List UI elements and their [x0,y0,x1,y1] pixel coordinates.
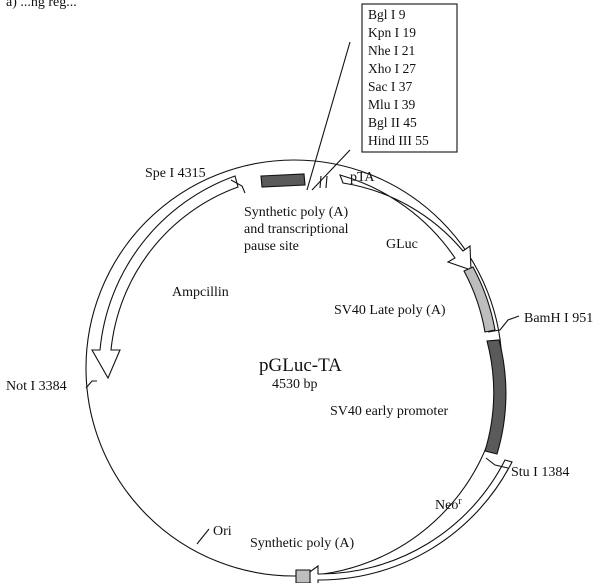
site-spe1: Spe I 4315 [145,166,206,181]
pta-tick-2 [325,175,328,189]
mcs-site-sac1: Sac I 37 [368,79,412,94]
label-pta: pTA [350,170,375,185]
mcs-site-bgl2: Bgl II 45 [368,115,417,130]
mcs-box [361,3,458,153]
site-stu1: Stu I 1384 [511,465,569,480]
label-ampcillin: Ampcillin [172,285,229,300]
label-ori: Ori [213,524,232,539]
sv40-early-segment [484,339,507,455]
label-sv40-late: SV40 Late poly (A) [334,303,446,318]
site-not1: Not I 3384 [6,379,67,394]
mcs-site-kpn1: Kpn I 19 [368,25,416,40]
plasmid-name: pGLuc-TA [259,355,342,376]
label-pause-line2: and transcriptional [244,222,349,237]
site-bamh1: BamH I 951 [524,311,593,326]
neo-arrow [298,459,513,583]
label-neo-superscript: r [458,496,462,507]
spe-leader [230,179,246,194]
pta-tick-1 [319,175,322,189]
mcs-site-hind3: Hind III 55 [368,133,429,148]
pause-site-segment [260,173,306,188]
bamh-leader [487,315,520,333]
label-sv40-early: SV40 early promoter [330,404,449,419]
not-leader [85,380,97,389]
label-synthetic-polya: Synthetic poly (A) [250,536,355,551]
mcs-site-xho1: Xho I 27 [368,61,416,76]
sv40-late-segment [463,266,496,333]
caption-top: a) ...ng reg... [6,0,77,10]
plasmid-size: 4530 bp [272,377,318,392]
mcs-leader [306,41,351,191]
synthetic-polya-segment [295,569,311,583]
mcs-site-nhe1: Nhe I 21 [368,43,415,58]
gluc-arrow [339,174,472,271]
stu-leader [485,457,509,469]
label-pause-line1: Synthetic poly (A) [244,205,349,220]
mcs-leader-2 [311,149,351,191]
label-pause-line3: pause site [244,239,299,254]
ampcillin-arrow [91,175,239,380]
ori-tick [196,528,210,545]
mcs-site-bgl1: Bgl I 9 [368,7,406,22]
label-neo-main: Neo [435,498,458,513]
mcs-site-mlu1: Mlu I 39 [368,97,416,112]
label-neo: Neor [435,496,462,513]
label-gluc: GLuc [386,237,418,252]
